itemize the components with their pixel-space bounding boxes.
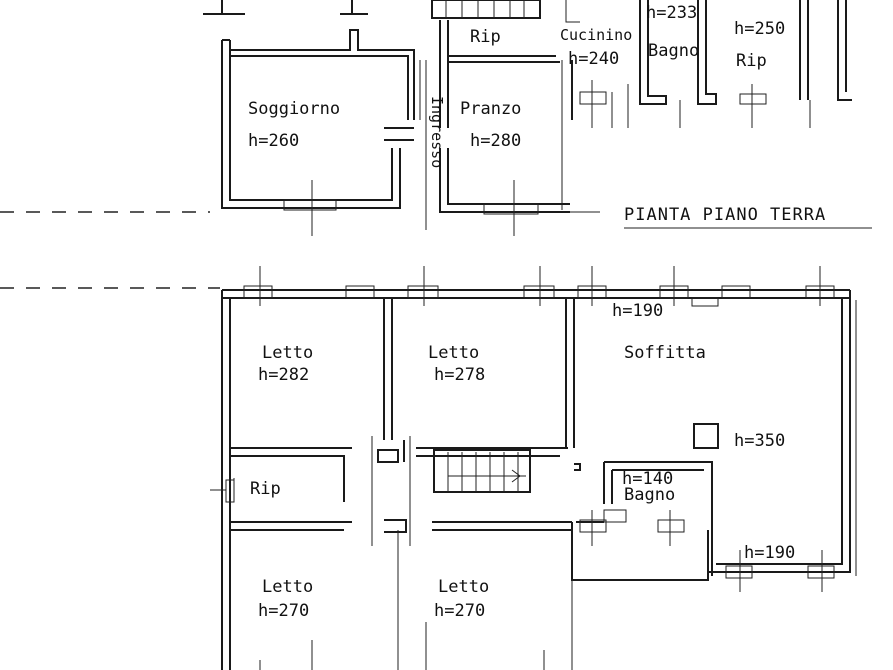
- soggiorno-label: Soggiorno: [248, 99, 340, 119]
- bagno-upper-label: Bagno: [624, 485, 675, 505]
- letto-2-height: h=278: [434, 365, 485, 385]
- pranzo-label: Pranzo: [460, 99, 521, 119]
- soffitta-label: Soffitta: [624, 343, 706, 363]
- rip-upper-label: Rip: [250, 479, 281, 499]
- ingresso-corridor: [419, 60, 427, 230]
- stair-ground-floor: [431, 0, 541, 19]
- rip-top-label: Rip: [470, 27, 501, 47]
- chimney-box: [693, 423, 719, 449]
- service-rooms-group: [565, 0, 852, 128]
- pranzo-room: [439, 20, 570, 236]
- pranzo-height: h=280: [470, 131, 521, 151]
- rip-right-height: h=250: [734, 19, 785, 39]
- soggiorno-height: h=260: [248, 131, 299, 151]
- ground-floor-plan: [0, 0, 872, 236]
- ingresso-label: Ingresso: [428, 96, 446, 168]
- letto-4-label: Letto: [438, 577, 489, 597]
- soggiorno-room: [221, 29, 415, 236]
- letto-2-label: Letto: [428, 343, 479, 363]
- letto-1-label: Letto: [262, 343, 313, 363]
- rip-right-label: Rip: [736, 51, 767, 71]
- soffitta-height-top: h=190: [612, 301, 663, 321]
- plan-title: PIANTA PIANO TERRA: [624, 205, 826, 225]
- letto-3-height: h=270: [258, 601, 309, 621]
- bagno-upper-height: h=140: [622, 469, 673, 489]
- stair-upper-floor: [433, 449, 531, 493]
- soffitta-height-mid: h=350: [734, 431, 785, 451]
- cucinino-height: h=240: [568, 49, 619, 69]
- upper-floor-plan: [0, 266, 857, 670]
- cucinino-label: Cucinino: [560, 26, 632, 44]
- letto-4-height: h=270: [434, 601, 485, 621]
- soffitta-height-bottom: h=190: [744, 543, 795, 563]
- bagno-top-label: Bagno: [648, 41, 699, 61]
- letto-1-height: h=282: [258, 365, 309, 385]
- bagno-top-height: h=233: [646, 3, 697, 23]
- letto-3-label: Letto: [262, 577, 313, 597]
